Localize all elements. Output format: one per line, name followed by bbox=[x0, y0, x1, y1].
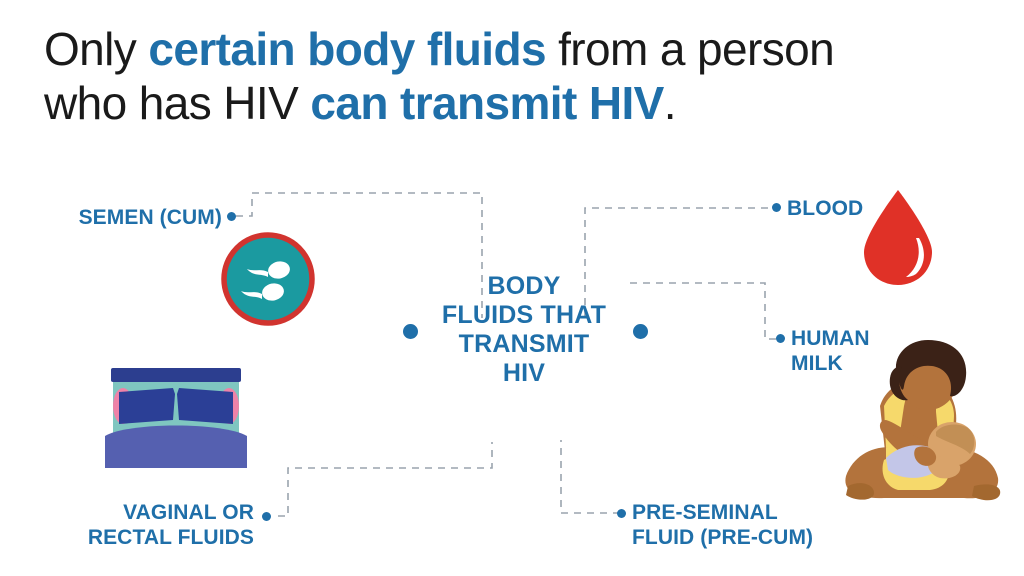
connector-pre-seminal bbox=[560, 440, 620, 514]
headline-text-plain: . bbox=[663, 77, 677, 129]
sperm-circle-icon bbox=[221, 232, 315, 326]
center-dot-right bbox=[633, 324, 648, 339]
headline-text-highlight: certain body fluids bbox=[148, 23, 546, 75]
headline-line-1: Only certain body fluids from a person bbox=[44, 22, 994, 76]
node-dot-vaginal-rectal bbox=[262, 512, 271, 521]
blood-drop-icon bbox=[856, 188, 940, 288]
headline-text-plain: from a person bbox=[545, 23, 835, 75]
node-label-blood: BLOOD bbox=[787, 197, 864, 220]
node-label-semen: SEMEN (CUM) bbox=[78, 206, 222, 229]
headline-text-highlight: can transmit HIV bbox=[310, 77, 664, 129]
connector-semen bbox=[236, 192, 483, 318]
node-label-human-milk: HUMAN MILK bbox=[791, 327, 870, 375]
node-dot-blood bbox=[772, 203, 781, 212]
connector-vaginal-rectal bbox=[278, 442, 493, 517]
center-dot-left bbox=[403, 324, 418, 339]
breastfeeding-icon bbox=[824, 336, 1014, 526]
node-label-pre-seminal: PRE-SEMINAL FLUID (PRE-CUM) bbox=[632, 501, 814, 549]
page-title: Only certain body fluids from a person w… bbox=[44, 22, 994, 130]
bed-icon bbox=[103, 364, 249, 474]
connector-human-milk bbox=[630, 282, 776, 340]
node-label-vaginal-rectal: VAGINAL OR RECTAL FLUIDS bbox=[87, 501, 254, 549]
node-dot-semen bbox=[227, 212, 236, 221]
headline-text-plain: Only bbox=[44, 23, 149, 75]
connector-blood bbox=[584, 207, 772, 318]
node-dot-pre-seminal bbox=[617, 509, 626, 518]
headline-text-plain: who has HIV bbox=[44, 77, 311, 129]
node-dot-human-milk bbox=[776, 334, 785, 343]
headline-line-2: who has HIV can transmit HIV. bbox=[44, 76, 994, 130]
center-label: BODY FLUIDS THAT TRANSMIT HIV bbox=[441, 272, 607, 387]
